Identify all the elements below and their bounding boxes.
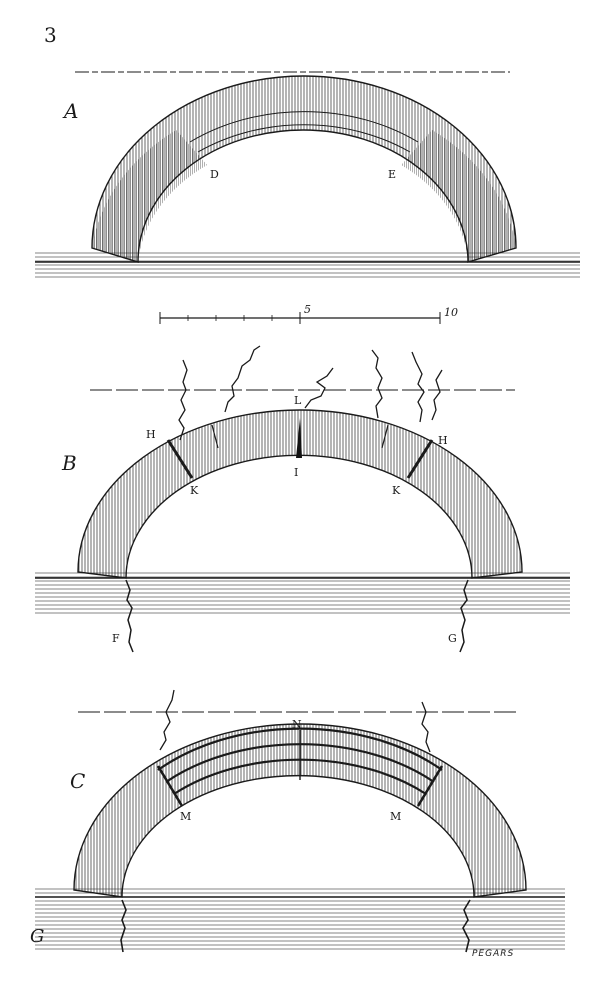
point-label-g: G <box>448 632 457 645</box>
figure-a: A D E <box>35 71 580 280</box>
arch-ring-b <box>77 409 523 579</box>
ground-c <box>35 888 565 950</box>
engraver-signature: PEGARS <box>472 949 514 959</box>
arch-ring-a <box>91 75 517 263</box>
scale-bar: 5 10 <box>159 303 458 324</box>
plate-number: 3 <box>44 23 57 47</box>
scale-label-10: 10 <box>444 306 458 319</box>
point-label-h-left: H <box>146 428 156 441</box>
figure-label-b: B <box>61 451 77 475</box>
figure-label-c: C <box>70 769 85 793</box>
point-label-m-right: M <box>390 810 401 823</box>
arch-ring-c <box>73 723 527 898</box>
figure-c: C N M M <box>35 689 565 953</box>
point-label-k-left: K <box>190 484 199 497</box>
point-label-f: F <box>112 632 120 645</box>
figure-b: B H L H K I K F G <box>35 345 570 653</box>
point-label-m-left: M <box>180 810 191 823</box>
engraver-monogram: G <box>30 926 44 947</box>
scale-label-5: 5 <box>304 303 311 316</box>
point-label-d: D <box>210 168 219 181</box>
ground-b <box>35 572 570 614</box>
point-label-k-right: K <box>392 484 401 497</box>
point-label-i: I <box>294 466 298 479</box>
point-label-n: N <box>292 718 302 731</box>
point-label-h-right: H <box>438 434 448 447</box>
point-label-e: E <box>388 168 396 181</box>
figure-label-a: A <box>62 99 78 123</box>
point-label-l: L <box>294 394 302 407</box>
